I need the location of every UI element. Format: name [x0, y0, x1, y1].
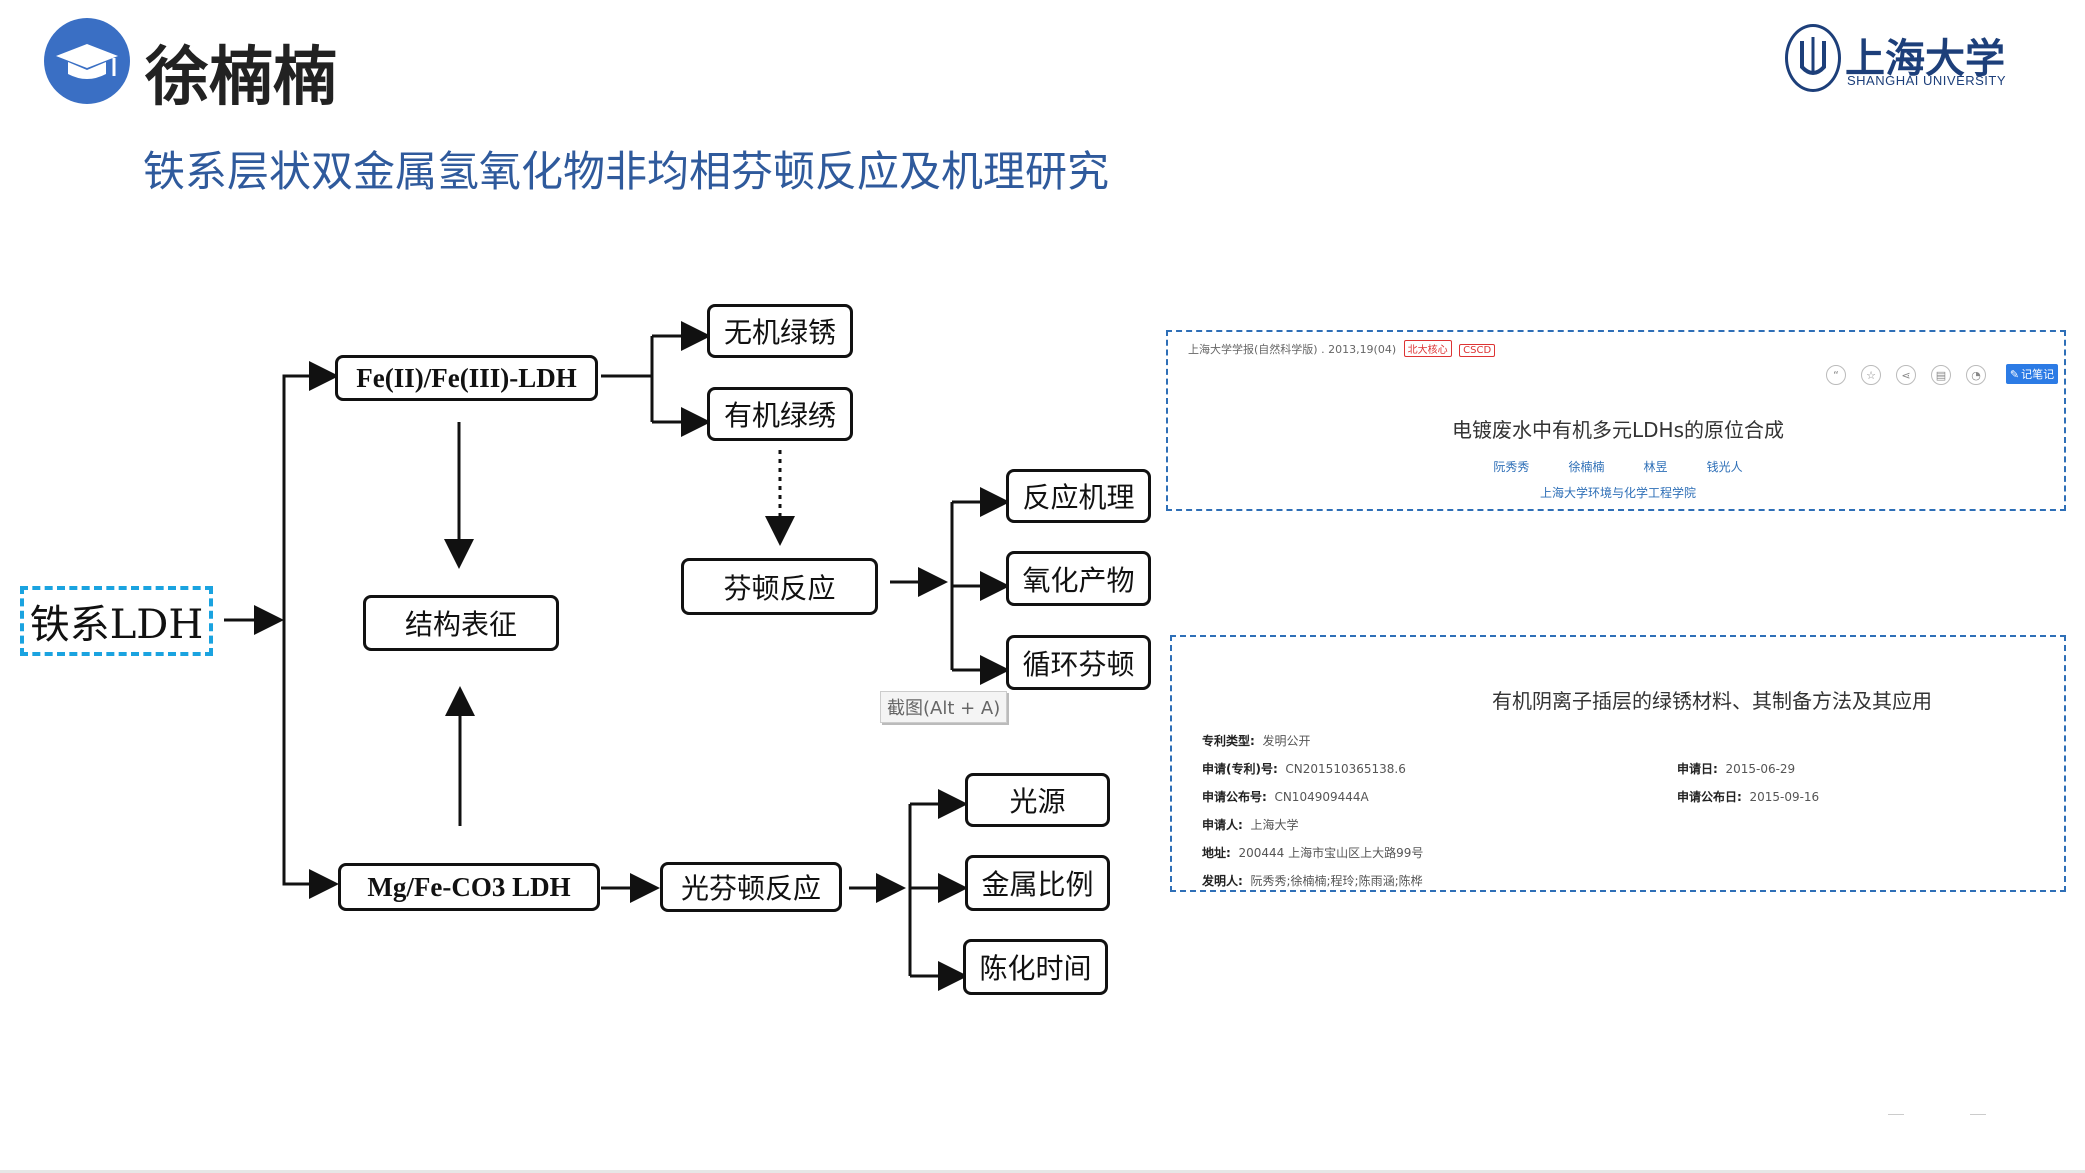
university-logo-cn: 上海大学: [1845, 35, 2005, 82]
patent-field-applicant: 申请人: 上海大学: [1202, 816, 1298, 833]
patent-field-apply-date: 申请日: 2015-06-29: [1677, 760, 1795, 777]
quote-icon[interactable]: “: [1826, 365, 1846, 385]
journal-text: 上海大学学报(自然科学版) . 2013,19(04): [1188, 343, 1397, 356]
node-inorganic-green-rust: 无机绿锈: [707, 304, 853, 358]
field-value: CN201510365138.6: [1285, 762, 1406, 776]
author-1[interactable]: 阮秀秀: [1493, 460, 1530, 474]
star-icon[interactable]: ☆: [1861, 365, 1881, 385]
author-4[interactable]: 钱光人: [1706, 460, 1743, 474]
patent-field-publication: 申请公布号: CN104909444A: [1202, 788, 1369, 805]
node-aging-time: 陈化时间: [963, 939, 1108, 995]
paper-affiliation[interactable]: 上海大学环境与化学工程学院: [1539, 486, 1696, 500]
tag-pku-core: 北大核心: [1403, 340, 1452, 357]
author-name: 徐楠楠: [145, 41, 337, 115]
field-label: 专利类型:: [1202, 734, 1255, 748]
node-cyclic-fenton: 循环芬顿: [1006, 635, 1151, 690]
node-structure-characterization: 结构表征: [363, 595, 559, 651]
screenshot-tooltip: 截图(Alt + A): [880, 691, 1008, 723]
paper-card: 上海大学学报(自然科学版) . 2013,19(04) 北大核心 CSCD “ …: [1166, 330, 2066, 511]
decorative-dash: [1970, 1114, 1986, 1115]
tag-cscd: CSCD: [1459, 344, 1496, 357]
author-3[interactable]: 林昱: [1643, 460, 1668, 474]
field-value: 200444 上海市宝山区上大路99号: [1238, 846, 1424, 860]
node-metal-ratio: 金属比例: [965, 855, 1110, 911]
field-label: 申请公布号:: [1202, 790, 1267, 804]
node-mg-ldh: Mg/Fe-CO3 LDH: [338, 863, 600, 911]
node-photo-fenton: 光芬顿反应: [660, 862, 842, 912]
node-light-source: 光源: [965, 773, 1110, 827]
field-label: 申请人:: [1202, 818, 1243, 832]
field-value: 发明公开: [1262, 734, 1311, 748]
field-label: 申请日:: [1677, 762, 1718, 776]
node-oxidation-products: 氧化产物: [1006, 551, 1151, 606]
field-value: 2015-06-29: [1725, 762, 1796, 776]
decorative-dash: [1888, 1114, 1904, 1115]
field-value: 阮秀秀;徐楠楠;程玲;陈雨涵;陈桦: [1250, 874, 1423, 888]
field-label: 申请(专利)号:: [1202, 762, 1278, 776]
field-label: 申请公布日:: [1677, 790, 1742, 804]
patent-card: 有机阴离子插层的绿锈材料、其制备方法及其应用 专利类型: 发明公开 申请(专利)…: [1170, 635, 2066, 892]
author-2[interactable]: 徐楠楠: [1568, 460, 1605, 474]
share-icon[interactable]: ⋖: [1896, 365, 1916, 385]
node-fe-ldh: Fe(II)/Fe(III)-LDH: [335, 355, 598, 401]
field-label: 地址:: [1202, 846, 1231, 860]
graduation-cap-icon: [44, 18, 130, 104]
edit-icon: ✎: [2009, 367, 2020, 381]
slide-bottom-border: [0, 1170, 2085, 1173]
node-organic-green-rust: 有机绿绣: [707, 387, 853, 441]
field-value: 上海大学: [1250, 818, 1299, 832]
node-fenton-reaction: 芬顿反应: [681, 558, 878, 615]
university-logo-en: SHANGHAI UNIVERSITY: [1847, 73, 2007, 88]
patent-field-publish-date: 申请公布日: 2015-09-16: [1677, 788, 1819, 805]
note-button-label: 记笔记: [2021, 368, 2055, 381]
node-iron-ldh: 铁系LDH: [20, 586, 213, 656]
bell-icon[interactable]: ◔: [1966, 365, 1986, 385]
patent-field-inventors: 发明人: 阮秀秀;徐楠楠;程玲;陈雨涵;陈桦: [1202, 872, 1423, 889]
field-label: 发明人:: [1202, 874, 1243, 888]
field-value: CN104909444A: [1274, 790, 1369, 804]
paper-authors: 阮秀秀 徐楠楠 林昱 钱光人: [1168, 458, 2068, 475]
field-value: 2015-09-16: [1749, 790, 1820, 804]
patent-field-number: 申请(专利)号: CN201510365138.6: [1202, 760, 1406, 777]
patent-field-type: 专利类型: 发明公开: [1202, 732, 1310, 749]
patent-title: 有机阴离子插层的绿锈材料、其制备方法及其应用: [1492, 689, 1932, 713]
paper-title[interactable]: 电镀废水中有机多元LDHs的原位合成: [1451, 418, 1784, 442]
page-subtitle: 铁系层状双金属氢氧化物非均相芬顿反应及机理研究: [143, 147, 1110, 196]
university-seal-icon: [1785, 24, 1841, 92]
paper-journal: 上海大学学报(自然科学版) . 2013,19(04) 北大核心 CSCD: [1188, 340, 1496, 357]
note-button[interactable]: ✎ 记笔记: [2006, 364, 2058, 384]
node-reaction-mechanism: 反应机理: [1006, 469, 1151, 523]
patent-field-address: 地址: 200444 上海市宝山区上大路99号: [1202, 844, 1423, 861]
print-icon[interactable]: ▤: [1931, 365, 1951, 385]
